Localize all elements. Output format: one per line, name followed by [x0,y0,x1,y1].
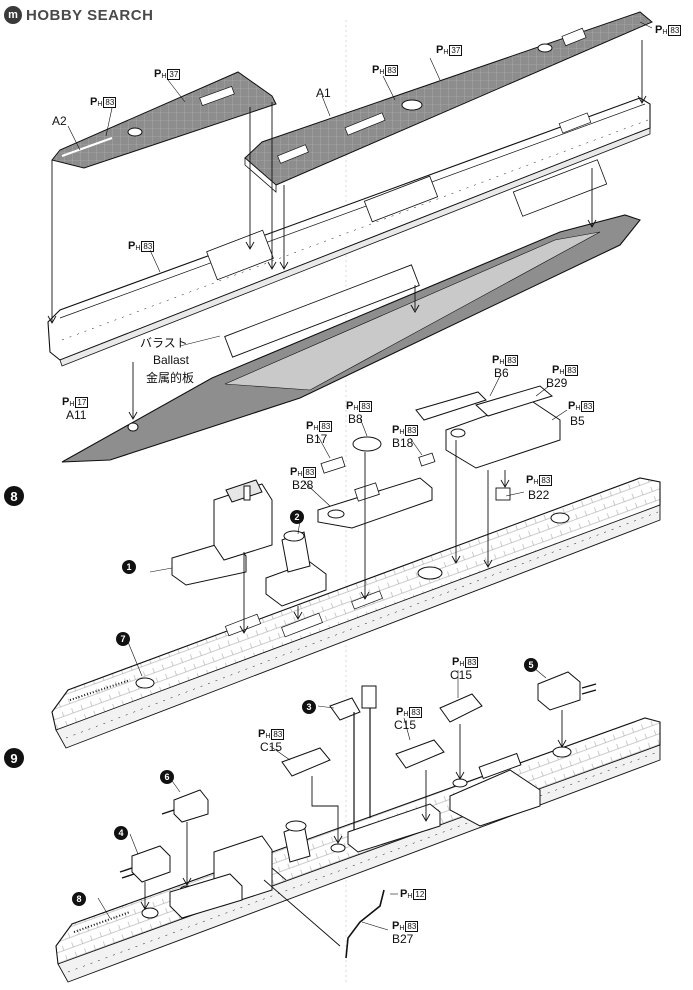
step8-funnel [265,530,327,607]
ballast-plate [224,264,420,358]
ballast-label-en: Ballast [153,353,190,367]
leader-lines [67,21,653,931]
step-number-9: 9 [4,748,24,768]
subassembly-marker-1: 1 [122,560,136,574]
lower-hull-a11 [61,214,641,463]
part-label-a1: A1 [316,86,331,100]
subassembly-marker-7: 7 [116,632,130,646]
part-label-b18: B18 [392,436,414,450]
deck-a1 [244,11,653,193]
part-label-c15-mid: C15 [394,718,417,732]
ballast-label-jp-metal: 金属的板 [146,371,195,385]
part-label-b28: B28 [292,478,314,492]
assembly-arrows-step8 [239,440,510,634]
part-label-b8: B8 [348,412,363,426]
step9-turrets [119,671,597,959]
subassembly-marker-5: 5 [524,658,538,672]
part-label-b6: B6 [494,366,509,380]
part-label-b29: B29 [546,376,568,390]
subassembly-marker-6: 6 [160,770,174,784]
hobby-search-logo[interactable]: m HOBBY SEARCH [4,4,153,26]
step8-b28-base [317,436,436,529]
step8-bridge [171,479,273,586]
step8-aft-deckhouse [415,385,561,501]
logo-mark-icon: m [4,6,22,24]
step-number-8: 8 [4,486,24,506]
part-label-b17: B17 [306,432,328,446]
subassembly-marker-2: 2 [290,510,304,524]
assembly-arrows-top [47,40,647,420]
part-label-b22: B22 [528,488,550,502]
step8-hull [51,477,661,749]
assembly-arrows-step9 [140,710,567,947]
part-label-a2: A2 [52,114,67,128]
subassembly-marker-8: 8 [72,892,86,906]
logo-text: HOBBY SEARCH [26,6,154,24]
part-label-a11: A11 [66,408,87,422]
upper-hull [47,97,651,367]
part-label-b5: B5 [570,414,585,428]
deck-a2 [51,71,277,169]
part-label-c15-left: C15 [260,740,283,754]
part-label-c15-top: C15 [450,668,473,682]
ballast-label-jp: バラスト [140,336,188,350]
subassembly-marker-3: 3 [302,700,316,714]
step9-superstructure [169,752,541,919]
part-label-b27: B27 [392,932,414,946]
subassembly-marker-4: 4 [114,826,128,840]
